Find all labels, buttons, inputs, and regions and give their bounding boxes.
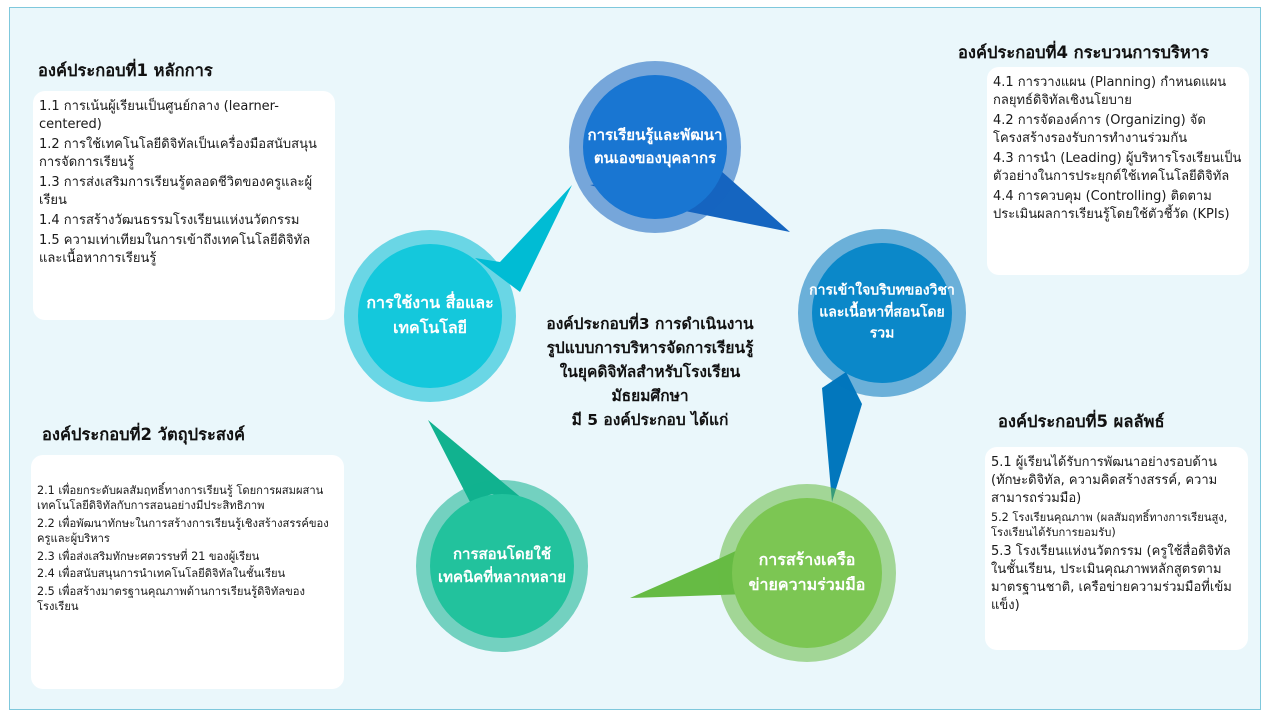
component4-box: 4.1 การวางแผน (Planning) กำหนดแผนกลยุทธ์… [987, 67, 1249, 275]
cycle-node-label: การสร้างเครือข่ายความร่วมมือ [748, 550, 866, 594]
component1-item: 1.3 การส่งเสริมการเรียนรู้ตลอดชีวิตของคร… [39, 174, 313, 208]
component5-box: 5.1 ผู้เรียนได้รับการพัฒนาอย่างรอบด้าน (… [985, 447, 1248, 650]
center-title: องค์ประกอบที่3 การดำเนินงาน รูปแบบการบริ… [546, 314, 754, 430]
component2-item: 2.5 เพื่อสร้างมาตรฐานคุณภาพด้านการเรียนร… [37, 584, 305, 614]
cycle-node-circle [583, 75, 727, 219]
component1-item: 1.2 การใช้เทคโนโลยีดิจิทัลเป็นเครื่องมือ… [39, 136, 317, 170]
component2-item: 2.4 เพื่อสนับสนุนการนำเทคโนโลยีดิจิทัลใน… [37, 567, 286, 581]
cycle-node-label: การเข้าใจบริบทของวิชาและเนื้อหาที่สอนโดย… [809, 282, 955, 342]
cycle-node-circle [430, 494, 574, 638]
component4-item: 4.4 การควบคุม (Controlling) ติดตามประเมิ… [993, 188, 1230, 222]
component2-heading: องค์ประกอบที่2 วัตถุประสงค์ [42, 425, 246, 444]
component1-item: 1.1 การเน้นผู้เรียนเป็นศูนย์กลาง (learne… [39, 99, 279, 132]
component1-box: 1.1 การเน้นผู้เรียนเป็นศูนย์กลาง (learne… [33, 91, 335, 320]
component4-item: 4.2 การจัดองค์การ (Organizing) จัดโครงสร… [993, 112, 1206, 146]
component5-item: 5.3 โรงเรียนแห่งนวัตกรรม (ครูใช้สื่อดิจิ… [991, 543, 1232, 613]
component5-item: 5.1 ผู้เรียนได้รับการพัฒนาอย่างรอบด้าน (… [991, 455, 1218, 506]
cycle-node-tail [822, 372, 862, 502]
cycle-node-circle [812, 243, 952, 383]
component1-heading: องค์ประกอบที่1 หลักการ [38, 61, 213, 80]
cycle-node-circle [358, 244, 502, 388]
component2-item: 2.2 เพื่อพัฒนาทักษะในการสร้างการเรียนรู้… [37, 516, 329, 546]
component4-heading: องค์ประกอบที่4 กระบวนการบริหาร [958, 43, 1209, 62]
component4-item: 4.1 การวางแผน (Planning) กำหนดแผนกลยุทธ์… [993, 75, 1227, 108]
component4-item: 4.3 การนำ (Leading) ผู้บริหารโรงเรียนเป็… [993, 150, 1242, 184]
cycle-node-label: การสอนโดยใช้เทคนิคที่หลากหลาย [437, 544, 567, 586]
cycle-node-label: การเรียนรู้และพัฒนาตนเองของบุคลากร [587, 125, 723, 167]
component5-item: 5.2 โรงเรียนคุณภาพ (ผลสัมฤทธิ์ทางการเรีย… [991, 510, 1228, 540]
component2-item: 2.3 เพื่อส่งเสริมทักษะศตวรรษที่ 21 ของผู… [37, 549, 260, 563]
cycle-node-label: การใช้งาน สื่อและเทคโนโลยี [366, 293, 494, 337]
component1-item: 1.4 การสร้างวัฒนธรรมโรงเรียนแห่งนวัตกรรม [39, 212, 300, 228]
cycle-node-tail [630, 548, 748, 598]
component2-item: 2.1 เพื่อยกระดับผลสัมฤทธิ์ทางการเรียนรู้… [37, 484, 324, 513]
component1-item: 1.5 ความเท่าเทียมในการเข้าถึงเทคโนโลยีดิ… [39, 232, 311, 266]
component2-box: 2.1 เพื่อยกระดับผลสัมฤทธิ์ทางการเรียนรู้… [31, 455, 344, 689]
component5-heading: องค์ประกอบที่5 ผลลัพธ์ [998, 412, 1165, 431]
cycle-node-circle [732, 498, 882, 648]
